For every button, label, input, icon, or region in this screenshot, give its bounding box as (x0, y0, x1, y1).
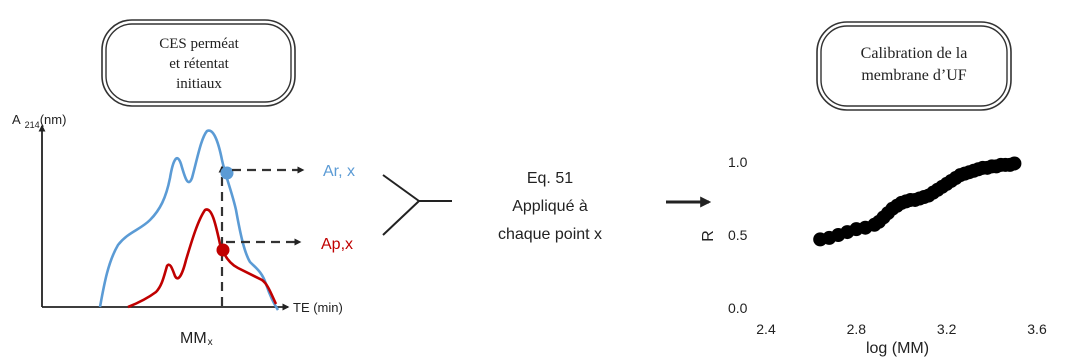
retentate-point (220, 166, 234, 180)
retentate-label: Ar, x (323, 163, 355, 180)
right-box-line-2: membrane d’UF (861, 67, 966, 84)
retentate-curve (98, 129, 280, 311)
mmx-label-subscript: x (208, 337, 213, 348)
data-point (1007, 156, 1022, 171)
x-tick-label: 2.4 (756, 321, 776, 337)
equation-line-3: chaque point x (498, 226, 602, 243)
x-tick-label: 2.8 (847, 321, 867, 337)
calibration-chart: 2.4 2.8 3.2 3.6 0.0 0.5 1.0 log (MM) R (700, 154, 1047, 357)
y-axis-label-subscript: 214 (25, 120, 40, 130)
chart-points (813, 156, 1022, 247)
left-title-box: CES perméat et rétentat initiaux (101, 19, 296, 107)
y-axis-label-letter: A (12, 112, 21, 127)
x-tick-label: 3.2 (937, 321, 957, 337)
x-axis-label: TE (min) (293, 300, 343, 315)
equation-line-2: Appliqué à (512, 198, 588, 215)
merge-bracket (382, 174, 452, 236)
sec-chromatogram: A 214(nm) TE (min) Ar, x Ap,x MMx (12, 112, 355, 348)
chart-y-axis-label: R (700, 230, 717, 242)
chart-ticks: 2.4 2.8 3.2 3.6 0.0 0.5 1.0 (728, 154, 1047, 337)
left-box-line-1: CES perméat (159, 36, 239, 52)
mmx-label-main: MM (180, 330, 207, 347)
permeate-label: Ap,x (321, 236, 353, 253)
y-axis-label-unit: (nm) (40, 112, 67, 127)
x-tick-label: 3.6 (1027, 321, 1047, 337)
y-tick-label: 1.0 (728, 154, 748, 170)
chart-x-axis-label: log (MM) (866, 340, 929, 357)
left-box-line-2: et rétentat (169, 56, 229, 72)
left-box-line-3: initiaux (176, 76, 222, 92)
permeate-point (216, 243, 230, 257)
y-tick-label: 0.0 (728, 300, 748, 316)
permeate-curve (127, 208, 278, 309)
mmx-label: MMx (180, 330, 213, 348)
equation-block: Eq. 51 Appliqué à chaque point x (498, 170, 602, 243)
right-title-box: Calibration de la membrane d’UF (816, 21, 1012, 111)
y-axis-label: A 214(nm) (12, 112, 66, 130)
y-tick-label: 0.5 (728, 227, 748, 243)
right-box-line-1: Calibration de la (861, 45, 968, 62)
equation-line-1: Eq. 51 (527, 170, 573, 187)
